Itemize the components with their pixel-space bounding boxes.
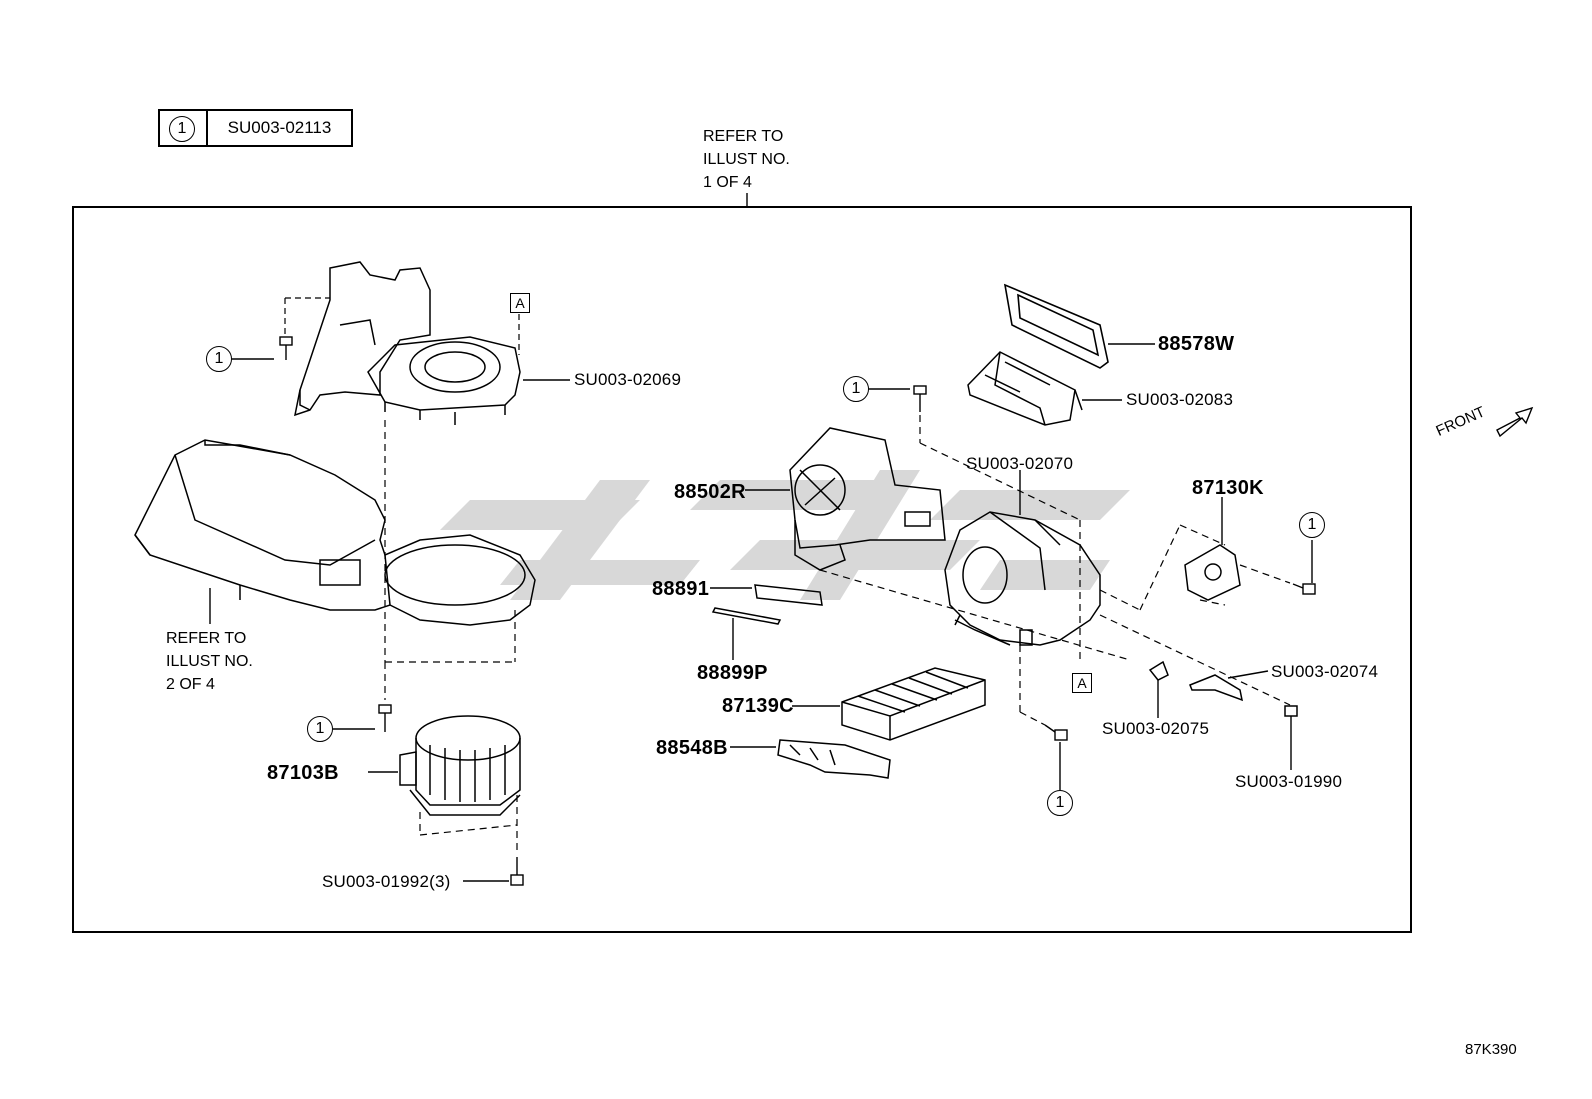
part-label-su003-01992: SU003-01992(3) — [322, 872, 451, 891]
part-label-87139c: 87139C — [722, 695, 794, 717]
front-arrow-icon — [1496, 406, 1534, 438]
part-label-88578w: 88578W — [1158, 333, 1235, 355]
part-label-su003-02074: SU003-02074 — [1271, 662, 1379, 681]
part-label-88548b: 88548B — [656, 737, 728, 759]
lower-case-drawing — [134, 439, 536, 626]
part-label-su003-02069: SU003-02069 — [574, 370, 682, 389]
main-housing-drawing — [944, 511, 1101, 646]
callout-circle-1: 1 — [1299, 512, 1325, 538]
part-label-su003-02070: SU003-02070 — [966, 454, 1074, 473]
cover-panel-drawing — [777, 739, 891, 779]
callout-circle-1: 1 — [1047, 790, 1073, 816]
screw-drawing — [232, 336, 293, 360]
cabin-filter-drawing — [841, 667, 986, 741]
blower-motor-drawing — [399, 715, 521, 816]
servo-motor-drawing — [1184, 544, 1241, 601]
callout-circle-1: 1 — [307, 716, 333, 742]
part-label-su003-02083: SU003-02083 — [1126, 390, 1234, 409]
diagram-id: 87K390 — [1465, 1041, 1517, 1058]
upper-case-drawing — [294, 261, 521, 425]
callout-circle-1: 1 — [843, 376, 869, 402]
filter-housing-drawing — [967, 351, 1083, 426]
section-marker-a: A — [1072, 673, 1092, 693]
intake-duct-drawing — [789, 427, 946, 571]
part-label-88891: 88891 — [652, 578, 710, 600]
part-label-87103b: 87103B — [267, 762, 339, 784]
note-refer-top: REFER TO ILLUST NO. 1 OF 4 — [703, 128, 790, 191]
part-label-88899p: 88899P — [697, 662, 768, 684]
part-label-88502r: 88502R — [674, 481, 746, 503]
legend-code: SU003-02113 — [227, 118, 332, 137]
filter-frame-drawing — [1003, 283, 1109, 369]
main-frame — [72, 206, 1412, 933]
callout-circle-1: 1 — [206, 346, 232, 372]
note-refer-left: REFER TO ILLUST NO. 2 OF 4 — [166, 630, 253, 693]
part-label-su003-02075: SU003-02075 — [1102, 719, 1210, 738]
part-label-87130k: 87130K — [1192, 477, 1264, 499]
part-label-su003-01990: SU003-01990 — [1235, 772, 1343, 791]
sensor-strip-drawing — [711, 584, 823, 625]
legend-callout-number: 1 — [169, 116, 195, 142]
section-marker-a: A — [510, 293, 530, 313]
legend-box: 1 SU003-02113 — [158, 109, 353, 147]
lever-link-drawing — [1148, 660, 1298, 717]
